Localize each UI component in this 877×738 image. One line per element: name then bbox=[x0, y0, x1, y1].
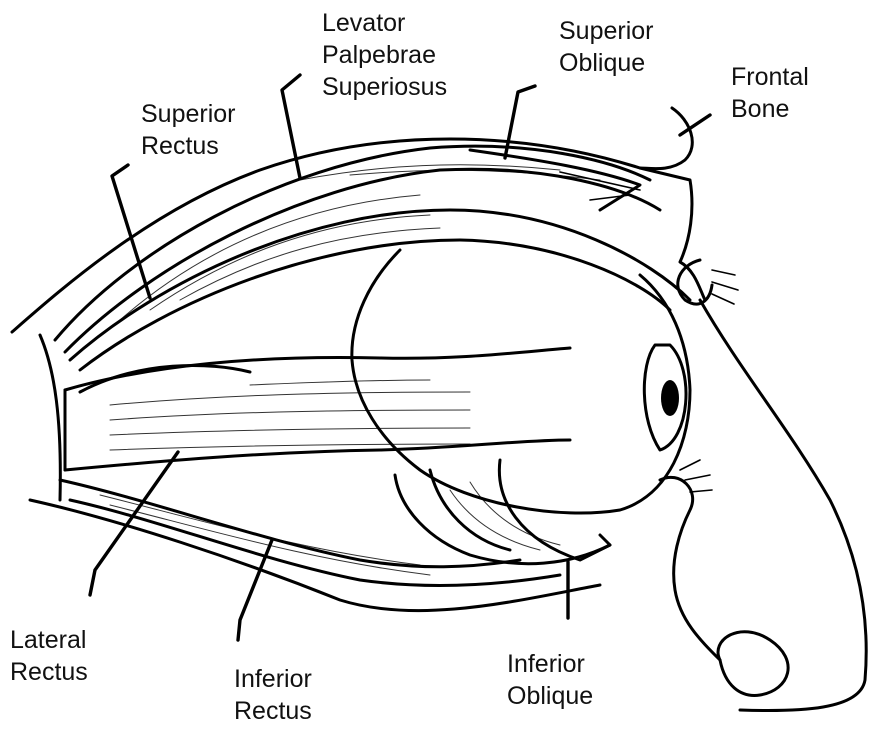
label-frontal-bone-line1: Frontal bbox=[731, 61, 809, 93]
label-inferior-rectus: Inferior Rectus bbox=[234, 663, 312, 727]
upper-eyelid bbox=[678, 260, 712, 304]
label-levator: Levator Palpebrae Superiosus bbox=[322, 7, 447, 103]
label-inferior-oblique-line2: Oblique bbox=[507, 680, 593, 712]
label-levator-line2: Palpebrae bbox=[322, 39, 447, 71]
label-superior-oblique-line2: Oblique bbox=[559, 47, 654, 79]
label-superior-rectus-line1: Superior bbox=[141, 98, 236, 130]
leader-lateral-rectus bbox=[90, 452, 178, 595]
label-inferior-rectus-line1: Inferior bbox=[234, 663, 312, 695]
label-superior-rectus-line2: Rectus bbox=[141, 130, 236, 162]
label-levator-line3: Superiosus bbox=[322, 71, 447, 103]
eyeball bbox=[352, 250, 690, 513]
leader-inferior-rectus bbox=[238, 540, 272, 640]
nose-outline bbox=[700, 300, 866, 711]
label-inferior-oblique: Inferior Oblique bbox=[507, 648, 593, 712]
orbit-roof-outline bbox=[12, 139, 640, 332]
label-lateral-rectus: Lateral Rectus bbox=[10, 624, 88, 688]
label-inferior-oblique-line1: Inferior bbox=[507, 648, 593, 680]
label-superior-oblique-line1: Superior bbox=[559, 15, 654, 47]
lower-eyelid bbox=[660, 477, 720, 660]
label-superior-rectus: Superior Rectus bbox=[141, 98, 236, 162]
orbit-apex bbox=[40, 335, 60, 500]
label-superior-oblique: Superior Oblique bbox=[559, 15, 654, 79]
pupil bbox=[661, 380, 679, 416]
label-inferior-rectus-line2: Rectus bbox=[234, 695, 312, 727]
label-frontal-bone: Frontal Bone bbox=[731, 61, 809, 125]
lateral-rectus-muscle bbox=[65, 348, 570, 390]
nostril bbox=[718, 632, 788, 696]
label-frontal-bone-line2: Bone bbox=[731, 93, 809, 125]
label-lateral-rectus-line2: Rectus bbox=[10, 656, 88, 688]
label-lateral-rectus-line1: Lateral bbox=[10, 624, 88, 656]
label-levator-line1: Levator bbox=[322, 7, 447, 39]
